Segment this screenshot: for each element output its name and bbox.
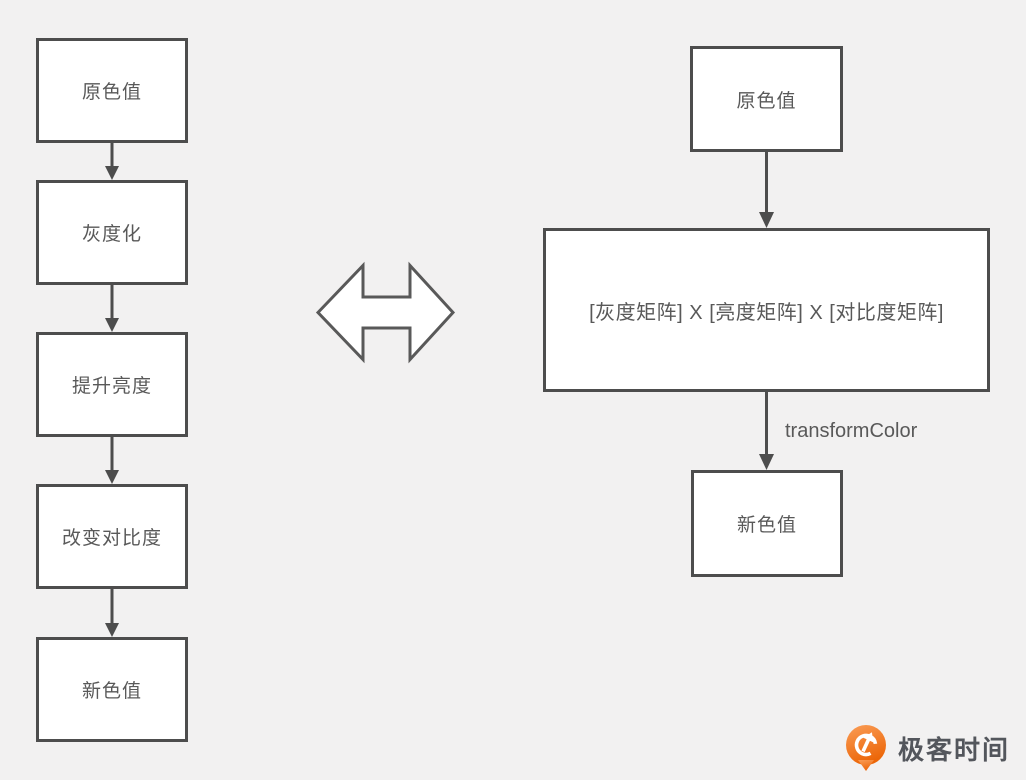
down-arrow-head xyxy=(759,212,774,228)
flow-step-new-color: 新色值 xyxy=(36,637,188,742)
transform-color-label: transformColor xyxy=(785,420,918,442)
left-right-double-arrow-icon xyxy=(315,261,456,364)
flow-step-label: 原色值 xyxy=(736,90,797,112)
flow-step-brightness: 提升亮度 xyxy=(36,332,188,437)
flow-step-grayscale: 灰度化 xyxy=(36,180,188,285)
flow-step-label: 原色值 xyxy=(81,82,142,103)
right-flow-new-color: 新色值 xyxy=(691,470,843,577)
flow-step-label: 灰度化 xyxy=(81,224,142,245)
flow-step-label: 新色值 xyxy=(81,681,142,702)
matrix-expression: [灰度矩阵] X [亮度矩阵] X [对比度矩阵] xyxy=(589,301,944,324)
down-arrow-head xyxy=(105,166,119,180)
matrix-multiply-box: [灰度矩阵] X [亮度矩阵] X [对比度矩阵] xyxy=(543,228,990,392)
down-arrow-head xyxy=(105,623,119,637)
flow-step-contrast: 改变对比度 xyxy=(36,484,188,589)
geektime-pin-icon xyxy=(845,725,886,771)
down-arrow-head xyxy=(105,318,119,332)
flow-step-original-color: 原色值 xyxy=(36,38,188,143)
flow-step-label: 提升亮度 xyxy=(71,376,152,397)
right-flow-original-color: 原色值 xyxy=(690,46,843,152)
down-arrow-head xyxy=(105,470,119,484)
down-arrow-head xyxy=(759,454,774,470)
geektime-logo-text: 极客时间 xyxy=(897,734,1010,765)
flow-step-label: 新色值 xyxy=(736,515,797,536)
geektime-logo: 极客时间 xyxy=(845,724,1010,772)
flow-step-label: 改变对比度 xyxy=(61,528,162,549)
